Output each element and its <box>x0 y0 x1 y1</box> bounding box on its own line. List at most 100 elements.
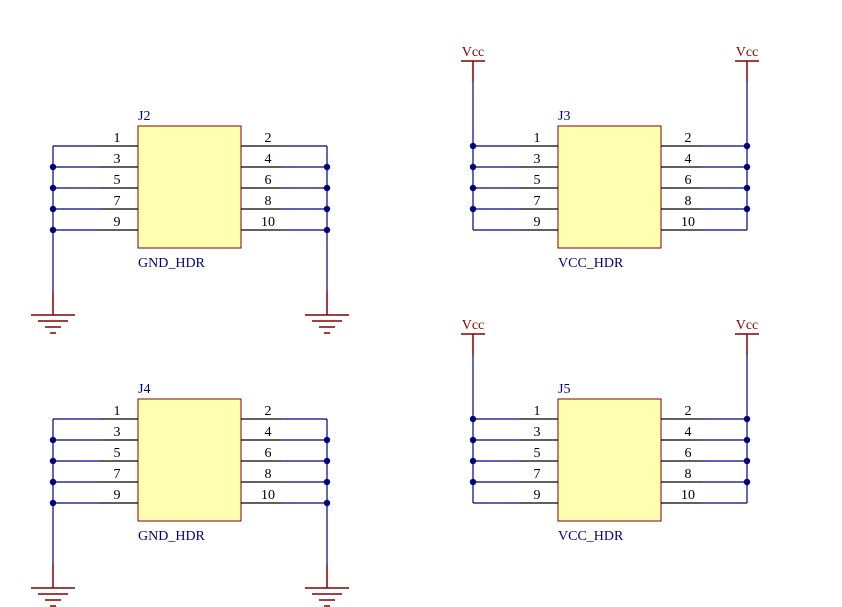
junction-dot <box>743 142 751 150</box>
pin-number: 4 <box>265 152 272 167</box>
junction-dot <box>323 457 331 465</box>
junction-dot <box>49 226 57 234</box>
pin-5[interactable]: 5 <box>53 173 138 189</box>
pin-5[interactable]: 5 <box>473 446 558 462</box>
junction-dot <box>743 457 751 465</box>
pin-number: 3 <box>534 425 541 440</box>
pin-number: 1 <box>114 404 121 419</box>
pin-3[interactable]: 3 <box>53 425 138 441</box>
designator-label: J2 <box>138 109 150 124</box>
pin-2[interactable]: 2 <box>661 404 747 420</box>
junction-dot <box>323 436 331 444</box>
pin-10[interactable]: 10 <box>661 215 747 231</box>
junction-dot <box>743 205 751 213</box>
junction-dot <box>49 184 57 192</box>
pin-number: 1 <box>534 131 541 146</box>
junction-dot <box>743 163 751 171</box>
pin-number: 3 <box>114 425 121 440</box>
pin-2[interactable]: 2 <box>241 404 327 420</box>
pin-number: 2 <box>685 131 692 146</box>
pin-6[interactable]: 6 <box>241 173 327 189</box>
junction-dot <box>323 184 331 192</box>
pin-4[interactable]: 4 <box>661 152 747 168</box>
pin-4[interactable]: 4 <box>661 425 747 441</box>
pin-4[interactable]: 4 <box>241 425 327 441</box>
vcc-label: Vcc <box>462 318 485 333</box>
pin-10[interactable]: 10 <box>661 488 747 504</box>
pin-5[interactable]: 5 <box>473 173 558 189</box>
pin-6[interactable]: 6 <box>661 446 747 462</box>
pin-number: 4 <box>265 425 272 440</box>
pin-1[interactable]: 1 <box>473 131 558 147</box>
pin-number: 6 <box>685 446 692 461</box>
pin-number: 10 <box>261 488 275 503</box>
designator-label: J3 <box>558 109 570 124</box>
pin-7[interactable]: 7 <box>473 467 558 483</box>
pin-number: 6 <box>265 173 272 188</box>
pin-7[interactable]: 7 <box>53 194 138 210</box>
designator-label: J4 <box>138 382 150 397</box>
pin-10[interactable]: 10 <box>241 488 327 504</box>
pin-8[interactable]: 8 <box>661 467 747 483</box>
pin-1[interactable]: 1 <box>473 404 558 420</box>
pin-8[interactable]: 8 <box>241 194 327 210</box>
junction-dot <box>49 205 57 213</box>
pin-2[interactable]: 2 <box>241 131 327 147</box>
pin-number: 4 <box>685 152 692 167</box>
pin-5[interactable]: 5 <box>53 446 138 462</box>
pin-8[interactable]: 8 <box>661 194 747 210</box>
junction-dot <box>469 184 477 192</box>
pin-number: 5 <box>114 173 121 188</box>
pin-number: 7 <box>534 467 541 482</box>
pin-2[interactable]: 2 <box>661 131 747 147</box>
pin-number: 6 <box>265 446 272 461</box>
junction-dot <box>49 163 57 171</box>
pin-number: 8 <box>265 467 272 482</box>
pin-7[interactable]: 7 <box>473 194 558 210</box>
junction-dot <box>323 478 331 486</box>
pin-9[interactable]: 9 <box>473 215 558 231</box>
pin-number: 2 <box>685 404 692 419</box>
pin-4[interactable]: 4 <box>241 152 327 168</box>
pin-number: 10 <box>681 488 695 503</box>
pin-9[interactable]: 9 <box>53 488 138 504</box>
pin-1[interactable]: 1 <box>53 404 138 420</box>
pin-3[interactable]: 3 <box>53 152 138 168</box>
ground-symbol <box>31 291 75 334</box>
pin-9[interactable]: 9 <box>473 488 558 504</box>
pin-8[interactable]: 8 <box>241 467 327 483</box>
comment-label: GND_HDR <box>138 529 206 544</box>
vcc-label: Vcc <box>736 45 759 60</box>
junction-dot <box>469 205 477 213</box>
pin-number: 9 <box>534 215 541 230</box>
vcc-symbol: Vcc <box>735 45 759 82</box>
component-body[interactable] <box>557 125 662 249</box>
pin-3[interactable]: 3 <box>473 152 558 168</box>
pin-number: 6 <box>685 173 692 188</box>
junction-dot <box>743 436 751 444</box>
junction-dot <box>469 163 477 171</box>
pin-7[interactable]: 7 <box>53 467 138 483</box>
pin-6[interactable]: 6 <box>241 446 327 462</box>
component-body[interactable] <box>137 398 242 522</box>
vcc-symbol: Vcc <box>735 318 759 355</box>
pin-9[interactable]: 9 <box>53 215 138 231</box>
component-body[interactable] <box>557 398 662 522</box>
pin-10[interactable]: 10 <box>241 215 327 231</box>
pin-number: 9 <box>114 488 121 503</box>
pin-3[interactable]: 3 <box>473 425 558 441</box>
pin-number: 10 <box>681 215 695 230</box>
pin-number: 1 <box>534 404 541 419</box>
junction-dot <box>743 478 751 486</box>
comment-label: VCC_HDR <box>558 529 624 544</box>
ground-symbol <box>305 291 349 334</box>
pin-1[interactable]: 1 <box>53 131 138 147</box>
pin-number: 9 <box>114 215 121 230</box>
component-body[interactable] <box>137 125 242 249</box>
pin-6[interactable]: 6 <box>661 173 747 189</box>
pin-number: 8 <box>685 194 692 209</box>
